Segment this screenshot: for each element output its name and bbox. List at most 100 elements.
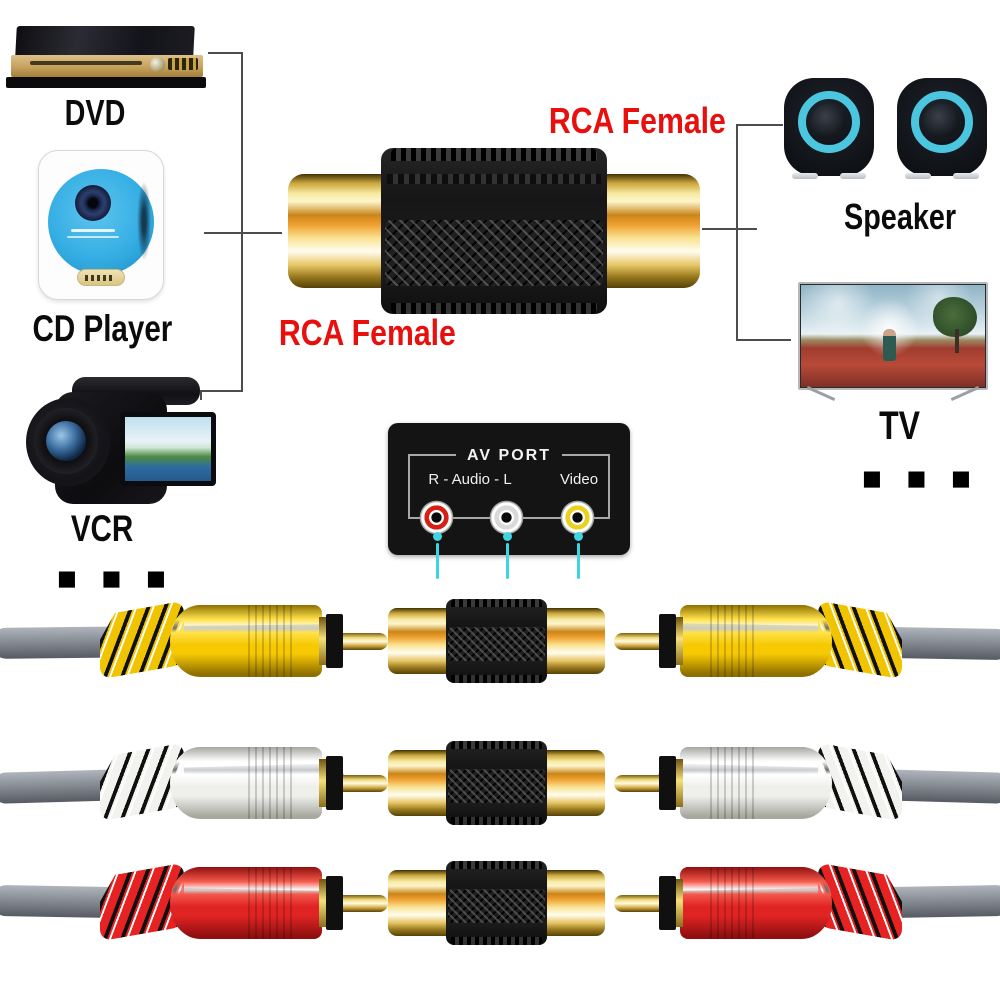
vcr-lens — [46, 421, 86, 461]
speaker-cone — [924, 104, 960, 140]
coupler-gold-barrel-left — [388, 870, 449, 936]
coupler-gold-barrel-left — [388, 608, 449, 674]
dvd-buttons — [168, 58, 198, 70]
plug-gold-ring — [676, 759, 683, 807]
speaker-label: Speaker — [843, 196, 957, 237]
speaker-right-illustration — [897, 78, 987, 179]
rca-female-coupler — [388, 741, 605, 825]
plug-gold-ring — [319, 759, 326, 807]
coupler-knurl-texture — [448, 769, 545, 803]
cd-disc-shadow — [137, 181, 151, 261]
dvd-top-illustration — [15, 26, 195, 57]
rca-male-pin — [343, 895, 388, 912]
rca-female-coupler — [388, 599, 605, 683]
rca-male-pin — [614, 775, 659, 792]
rca-female-label-top: RCA Female — [548, 100, 726, 141]
connection-line-adapter-to-right — [702, 228, 757, 230]
plug-black-collar — [326, 756, 343, 810]
vcr-label: VCR — [70, 508, 134, 549]
av-frame-line — [408, 454, 456, 456]
more-right-devices-indicator: ■ ■ ■ — [862, 466, 980, 490]
coupler-knurl-texture — [448, 627, 545, 661]
speaker-foot — [840, 173, 866, 179]
coupler-serration — [451, 741, 542, 749]
plug-gold-ring — [676, 879, 683, 927]
connection-line-left-vertical — [241, 52, 243, 392]
connection-line-speaker — [736, 124, 783, 126]
dvd-disc-slot — [30, 61, 142, 65]
coupler-gold-barrel-right — [604, 174, 700, 288]
av-frame-line — [608, 454, 610, 518]
speaker-left-illustration — [784, 78, 874, 179]
plug-black-collar — [659, 876, 676, 930]
coupler-serration — [391, 303, 597, 314]
more-left-devices-indicator: ■ ■ ■ — [57, 566, 175, 590]
plug-body — [170, 747, 322, 819]
rca-male-pin — [343, 775, 388, 792]
plug-gold-ring — [319, 879, 326, 927]
rca-male-pin — [614, 633, 659, 650]
connection-line-vcr — [200, 390, 243, 392]
tv-illustration — [798, 282, 988, 390]
plug-body — [170, 867, 322, 939]
rca-female-coupler-photo — [288, 148, 700, 314]
audio-left-plug-right — [612, 723, 1000, 843]
coupler-gold-barrel-right — [544, 870, 605, 936]
plug-body — [680, 747, 832, 819]
cd-print-line — [71, 229, 115, 232]
speaker-cone — [811, 104, 847, 140]
coupler-black-grip — [446, 861, 547, 945]
coupler-serration — [391, 148, 597, 161]
plug-black-collar — [326, 876, 343, 930]
jack-pointer-line — [436, 543, 439, 579]
rca-female-coupler — [388, 861, 605, 945]
plug-gold-ring — [676, 617, 683, 665]
cd-hub — [75, 185, 111, 221]
dvd-label: DVD — [64, 92, 126, 133]
jack-pointer-line — [577, 543, 580, 579]
connection-line-dvd — [208, 52, 243, 54]
jack-pointer-line — [506, 543, 509, 579]
audio-right-plug-right — [612, 843, 1000, 963]
coupler-serration — [451, 599, 542, 607]
cd-player-illustration — [38, 150, 164, 300]
speaker-foot — [792, 173, 818, 179]
coupler-gold-barrel-left — [388, 750, 449, 816]
connection-line-tv — [736, 339, 791, 341]
connection-line-vcr-elbow — [200, 390, 202, 400]
av-port-title: AV PORT — [467, 447, 551, 464]
coupler-knurl-texture — [385, 220, 603, 286]
tv-tree-trunk — [955, 329, 959, 353]
jack-pointer-dot — [574, 532, 583, 541]
coupler-serration — [451, 675, 542, 683]
audio-left-plug-left — [0, 723, 390, 843]
coupler-gold-barrel-left — [288, 174, 384, 288]
tv-label: TV — [879, 404, 921, 448]
video-cable-row — [0, 581, 1000, 701]
video-plug-right — [612, 581, 1000, 701]
coupler-black-grip — [446, 741, 547, 825]
cd-player-label: CD Player — [32, 308, 173, 349]
plug-gold-ring — [319, 617, 326, 665]
plug-body — [680, 605, 832, 677]
speaker-foot — [905, 173, 931, 179]
audio-right-plug-left — [0, 843, 390, 963]
jack-pointer-dot — [433, 532, 442, 541]
dvd-base — [6, 77, 206, 88]
jack-pointer-dot — [503, 532, 512, 541]
coupler-serration — [451, 937, 542, 945]
coupler-black-grip — [446, 599, 547, 683]
rca-male-pin — [343, 633, 388, 650]
video-plug-left — [0, 581, 390, 701]
coupler-knurl-texture — [448, 889, 545, 923]
video-port-label: Video — [559, 471, 599, 488]
coupler-gold-barrel-right — [544, 750, 605, 816]
vcr-screen — [120, 412, 216, 486]
plug-black-collar — [659, 614, 676, 668]
tv-screen — [801, 285, 985, 387]
speaker-foot — [953, 173, 979, 179]
dvd-knob — [150, 57, 165, 72]
coupler-ridge-band — [387, 174, 601, 184]
cd-print-line — [67, 236, 119, 238]
